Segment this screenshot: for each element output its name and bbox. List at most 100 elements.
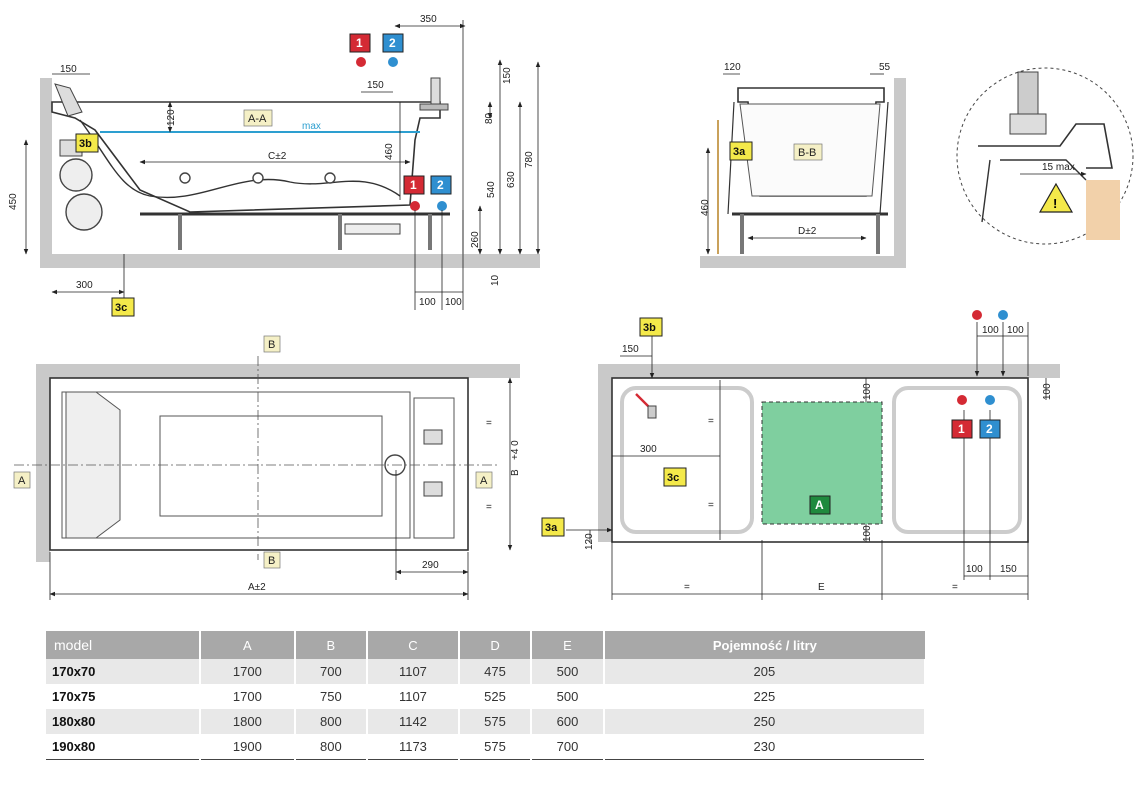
floor-eq-left: = [684, 582, 690, 593]
floor-dim-150-left: 150 [622, 344, 639, 355]
tag-3a-end: 3a [729, 141, 753, 161]
dim-c: C±2 [268, 151, 287, 162]
top-dim-b-tol: +4 0 [510, 440, 521, 460]
top-eq-lower: = [486, 502, 492, 513]
cell-b: 800 [294, 709, 369, 734]
col-header-model: model [46, 631, 202, 659]
cell-c: 1107 [367, 659, 460, 684]
tag-3c-plan: 3c [663, 467, 687, 487]
dim-630: 630 [506, 171, 517, 188]
svg-text:3a: 3a [733, 146, 746, 158]
cell-e: 500 [531, 659, 605, 684]
cell-c: 1173 [367, 734, 460, 760]
dim-100-left: 100 [419, 297, 436, 308]
end-dim-120: 120 [724, 62, 741, 73]
svg-text:3c: 3c [667, 472, 679, 484]
water-level-max: max [302, 121, 321, 132]
svg-text:A-A: A-A [248, 113, 267, 125]
cell-c: 1107 [367, 684, 460, 709]
dim-100-right: 100 [445, 297, 462, 308]
cell-capacity: 250 [603, 709, 927, 734]
end-dim-d: D±2 [798, 226, 817, 237]
cell-e: 500 [531, 684, 605, 709]
table-row: 170x75 1700 750 1107 525 500 225 [46, 684, 927, 709]
floor-dim-120: 120 [584, 533, 595, 550]
cell-a: 1800 [200, 709, 296, 734]
cell-d: 575 [458, 709, 533, 734]
cut-label-a-left: A [13, 471, 31, 489]
dim-260: 260 [470, 231, 481, 248]
col-header-capacity: Pojemność / litry [603, 631, 925, 659]
cell-a: 1700 [200, 659, 296, 684]
svg-text:2: 2 [437, 178, 444, 192]
floor-dim-100-right: 100 [1042, 383, 1053, 400]
svg-text:A: A [480, 475, 488, 487]
tag-hot-top: 1 [349, 33, 371, 53]
svg-text:B: B [268, 555, 275, 567]
end-dim-55: 55 [879, 62, 891, 73]
col-header-c: C [367, 631, 460, 659]
svg-text:!: ! [1053, 196, 1057, 211]
dim-10: 10 [490, 274, 501, 286]
cell-d: 575 [458, 734, 533, 760]
dim-150-feeds: 150 [367, 80, 384, 91]
cell-e: 600 [531, 709, 605, 734]
cell-model: 180x80 [46, 709, 202, 734]
svg-text:2: 2 [986, 422, 993, 436]
col-header-a: A [200, 631, 296, 659]
tag-3b-plan: 3b [639, 317, 663, 337]
table-header-row: model A B C D E Pojemność / litry [46, 631, 925, 659]
cell-c: 1142 [367, 709, 460, 734]
svg-text:B: B [268, 339, 275, 351]
floor-dim-300: 300 [640, 444, 657, 455]
dim-540: 540 [486, 181, 497, 198]
cell-b: 800 [294, 734, 369, 760]
cell-b: 750 [294, 684, 369, 709]
dim-780: 780 [524, 151, 535, 168]
cell-capacity: 205 [603, 659, 927, 684]
tag-3c-side: 3c [111, 297, 135, 317]
cell-capacity: 225 [603, 684, 927, 709]
tag-cold-plan: 2 [979, 419, 1001, 439]
top-eq-upper: = [486, 418, 492, 429]
tag-cold-side: 2 [430, 175, 452, 195]
floor-eq-right: = [952, 582, 958, 593]
section-label-aa: A-A [243, 109, 273, 127]
cut-label-a-right: A [475, 471, 493, 489]
floor-dim-150-bottom: 150 [1000, 564, 1017, 575]
section-label-bb: B-B [793, 143, 823, 161]
table-row: 180x80 1800 800 1142 575 600 250 [46, 709, 927, 734]
cell-b: 700 [294, 659, 369, 684]
cell-model: 170x75 [46, 684, 202, 709]
dim-120: 120 [166, 109, 177, 126]
floor-dim-100-feed-b: 100 [1007, 325, 1024, 336]
dim-150-head: 150 [60, 64, 77, 75]
dim-300: 300 [76, 280, 93, 291]
cell-capacity: 230 [603, 734, 927, 760]
top-view: A±2 290 B +4 0 = = B B A A [13, 335, 521, 600]
dim-460: 460 [384, 143, 395, 160]
table-row: 190x80 1900 800 1173 575 700 230 [46, 734, 927, 760]
floor-dim-100-bottom: 100 [966, 564, 983, 575]
cell-a: 1700 [200, 684, 296, 709]
tag-hot-side: 1 [403, 175, 425, 195]
cell-model: 190x80 [46, 734, 202, 760]
svg-text:3b: 3b [79, 138, 92, 150]
dim-80: 80 [484, 112, 495, 124]
tag-cold-top: 2 [382, 33, 404, 53]
cell-d: 525 [458, 684, 533, 709]
top-dim-b: B [510, 469, 521, 476]
detail-15-max: 15 max [1042, 162, 1075, 173]
svg-text:3a: 3a [545, 522, 558, 534]
cell-model: 170x70 [46, 659, 202, 684]
tag-3b-side: 3b [75, 133, 99, 153]
dim-350: 350 [420, 14, 437, 25]
detail-circle: 15 max ! [956, 67, 1134, 245]
svg-text:A: A [815, 498, 824, 512]
dim-150-top: 150 [502, 67, 513, 84]
pump-motor [59, 139, 103, 231]
floor-eq-upper: = [708, 416, 714, 427]
cut-label-b-bottom: B [263, 551, 281, 569]
floor-dim-100-zone-bottom: 100 [862, 525, 873, 542]
cell-a: 1900 [200, 734, 296, 760]
